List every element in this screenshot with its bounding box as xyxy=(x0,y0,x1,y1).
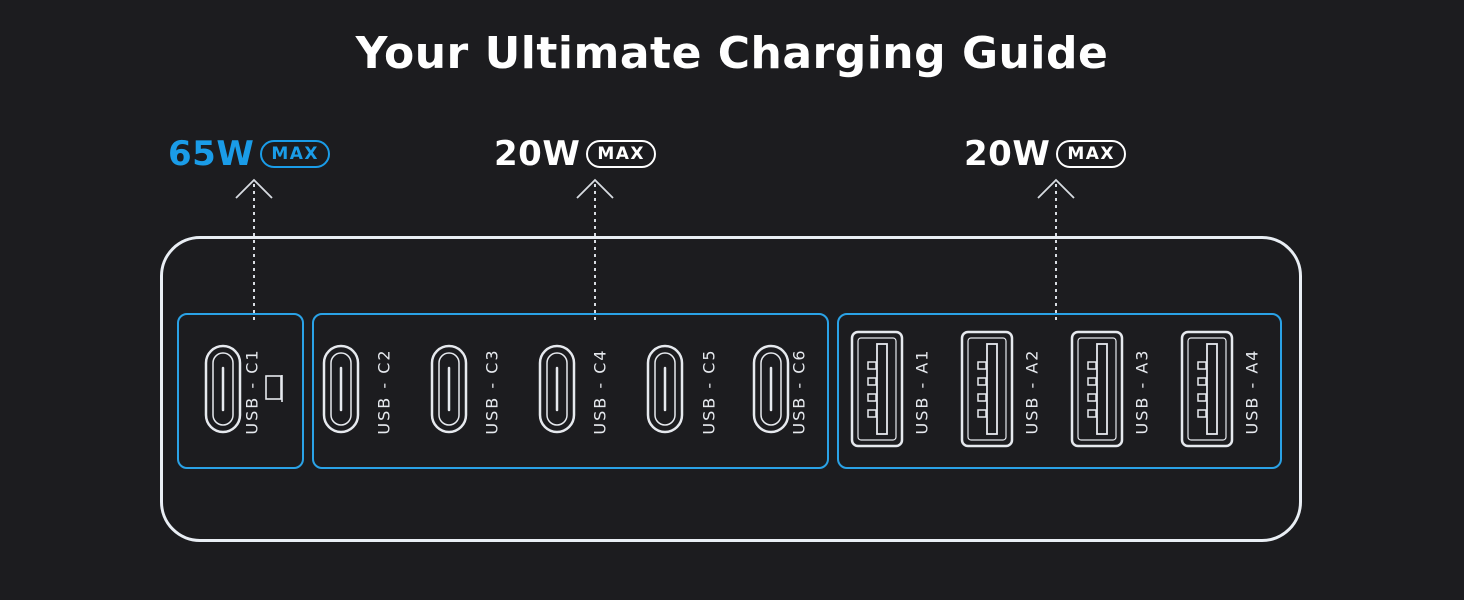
usb-a-port-icon xyxy=(1070,330,1124,448)
watt-value: 20W xyxy=(494,134,581,174)
group-frame-a1-a4 xyxy=(837,313,1282,469)
max-badge: MAX xyxy=(1056,140,1127,168)
charger-outline xyxy=(160,236,1302,542)
usb-c-port-icon xyxy=(752,344,790,434)
usb-a-port-icon xyxy=(850,330,904,448)
watt-value: 65W xyxy=(168,134,255,174)
port-label-a3: USB - A3 xyxy=(1132,348,1152,434)
port-label-a1: USB - A1 xyxy=(912,348,932,434)
max-badge: MAX xyxy=(586,140,657,168)
usb-a-port-icon xyxy=(1180,330,1234,448)
power-label-c1: 65W MAX xyxy=(168,134,331,174)
max-badge: MAX xyxy=(260,140,331,168)
arrow-up-icon xyxy=(576,178,614,324)
group-frame-c2-c6 xyxy=(312,313,829,469)
usb-c-port-icon xyxy=(646,344,684,434)
page-title: Your Ultimate Charging Guide xyxy=(355,28,1109,79)
port-label-c5: USB - C5 xyxy=(699,347,719,435)
port-label-a2: USB - A2 xyxy=(1022,348,1042,434)
usb-c-port-icon xyxy=(322,344,360,434)
port-label-c2: USB - C2 xyxy=(374,347,394,435)
port-label-a4: USB - A4 xyxy=(1242,348,1262,434)
usb-c-port-icon xyxy=(538,344,576,434)
group-frame-c1 xyxy=(177,313,304,469)
usb-c-port-icon xyxy=(430,344,468,434)
usb-a-port-icon xyxy=(960,330,1014,448)
port-label-c4: USB - C4 xyxy=(590,347,610,435)
power-label-c2-c6: 20W MAX xyxy=(494,134,657,174)
port-label-c6: USB - C6 xyxy=(789,347,809,435)
watt-value: 20W xyxy=(964,134,1051,174)
laptop-icon xyxy=(265,375,283,402)
port-label-c3: USB - C3 xyxy=(482,347,502,435)
power-label-a1-a4: 20W MAX xyxy=(964,134,1127,174)
usb-c-port-icon xyxy=(204,344,242,434)
arrow-up-icon xyxy=(1037,178,1075,324)
port-label-c1: USB - C1 xyxy=(242,347,262,435)
arrow-up-icon xyxy=(235,178,273,324)
